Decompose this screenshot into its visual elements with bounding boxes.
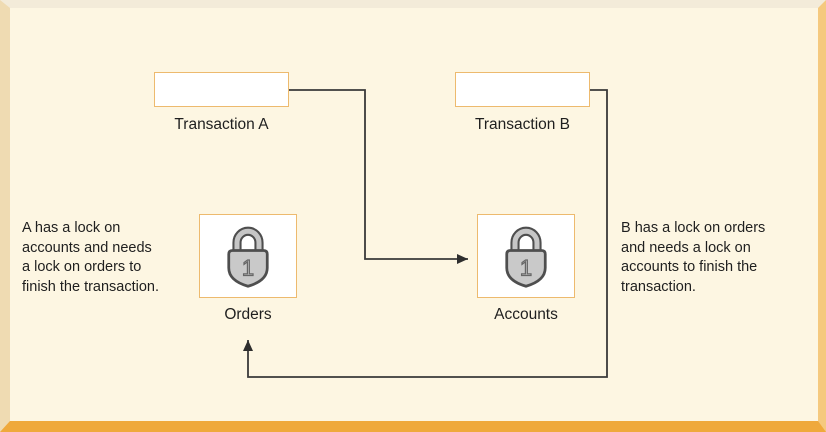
- lock-icon: 1: [505, 226, 547, 288]
- lock-keyhole-1: 1: [242, 255, 254, 280]
- note-transaction-b: B has a lock on orders and needs a lock …: [621, 220, 766, 295]
- transaction-a-label: Transaction A: [174, 116, 269, 133]
- orders-label: Orders: [224, 306, 272, 323]
- lock-keyhole-1: 1: [520, 255, 532, 280]
- note-transaction-a: A has a lock on accounts and needs a loc…: [22, 220, 160, 295]
- transaction-b-box: [455, 72, 590, 107]
- transaction-b-label: Transaction B: [474, 116, 571, 133]
- orders-box: 1: [199, 214, 297, 298]
- transaction-a-box: [154, 72, 289, 107]
- lock-icon: 1: [227, 226, 269, 288]
- accounts-box: 1: [477, 214, 575, 298]
- accounts-label: Accounts: [494, 306, 558, 323]
